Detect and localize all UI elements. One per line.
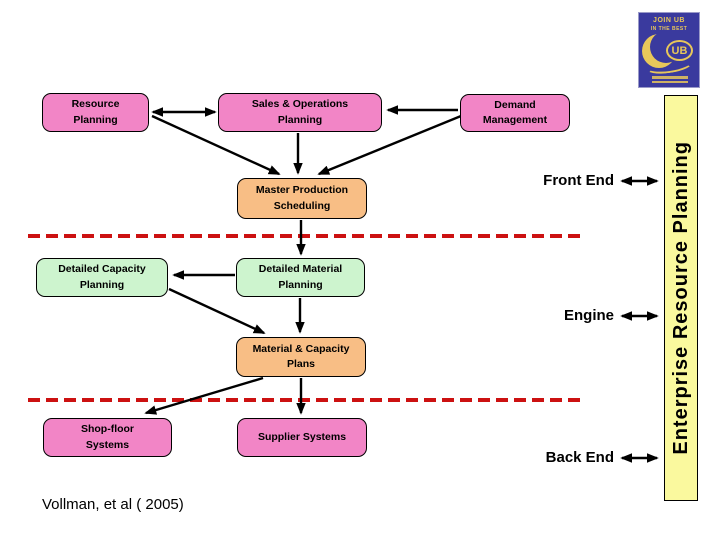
- logo-monogram: UB: [666, 40, 693, 61]
- box-supplier-systems: Supplier Systems: [237, 418, 367, 457]
- box-demand-management-label: Demand Management: [482, 98, 548, 126]
- university-logo: JOIN UB IN THE BEST UB: [638, 12, 700, 88]
- logo-fine-print-line: [652, 76, 688, 79]
- box-sales-operations-planning-label: Sales & Operations Planning: [251, 98, 349, 126]
- box-shop-floor-systems: Shop-floor Systems: [43, 418, 172, 457]
- box-resource-planning: Resource Planning: [42, 93, 149, 132]
- logo-join-text: JOIN UB: [653, 17, 685, 24]
- box-master-production-scheduling-label: Master Production Scheduling: [255, 184, 349, 212]
- logo-fine-print-line: [652, 80, 688, 83]
- section-label-engine: Engine: [563, 307, 614, 324]
- section-label-back-end: Back End: [545, 449, 614, 466]
- section-label-front-end: Front End: [543, 172, 614, 189]
- box-material-capacity-plans: Material & Capacity Plans: [236, 337, 366, 377]
- citation-text: Vollman, et al ( 2005): [42, 496, 184, 513]
- logo-tagline-text: IN THE BEST: [650, 26, 688, 32]
- box-demand-management: Demand Management: [460, 94, 570, 132]
- box-material-capacity-plans-label: Material & Capacity Plans: [252, 342, 350, 370]
- box-detailed-capacity-planning-label: Detailed Capacity Planning: [58, 263, 146, 291]
- arrow-plans-shop-floor: [144, 376, 264, 415]
- box-detailed-capacity-planning: Detailed Capacity Planning: [36, 258, 168, 297]
- box-detailed-material-planning-label: Detailed Material Planning: [258, 263, 343, 291]
- logo-fine-print: [652, 76, 688, 85]
- box-supplier-systems-label: Supplier Systems: [257, 430, 347, 443]
- box-sales-operations-planning: Sales & Operations Planning: [218, 93, 382, 132]
- box-shop-floor-systems-label: Shop-floor Systems: [80, 423, 135, 451]
- erp-bar: Enterprise Resource Planning: [664, 95, 698, 501]
- box-master-production-scheduling: Master Production Scheduling: [237, 178, 367, 219]
- box-detailed-material-planning: Detailed Material Planning: [236, 258, 365, 297]
- erp-bar-label: Enterprise Resource Planning: [669, 141, 692, 455]
- box-resource-planning-label: Resource Planning: [71, 98, 120, 126]
